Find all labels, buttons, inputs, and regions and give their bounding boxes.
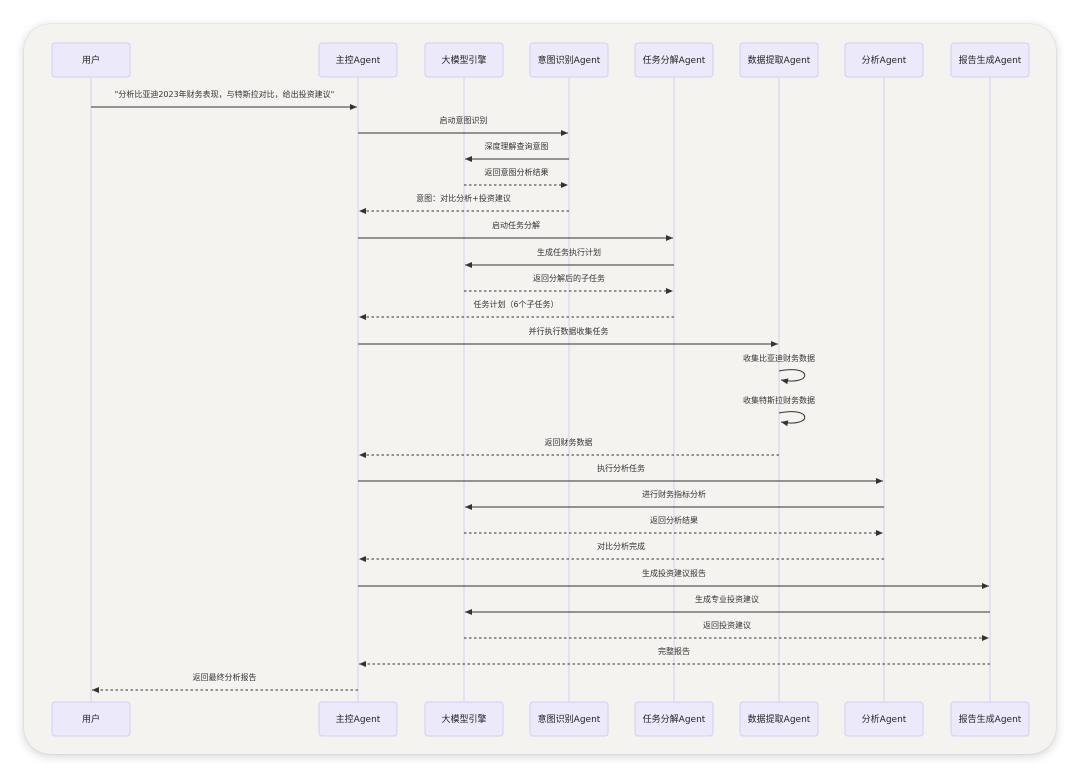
message-6: 启动任务分解: [358, 220, 673, 241]
message-label: 任务计划（6个子任务）: [473, 299, 558, 309]
message-17: 对比分析完成: [359, 541, 884, 562]
actor-label: 意图识别Agent: [538, 54, 601, 66]
message-2: 启动意图识别: [358, 115, 568, 136]
message-label: 返回意图分析结果: [485, 167, 549, 177]
actor-analysis-bottom: 分析Agent: [844, 701, 924, 737]
message-label: 返回最终分析报告: [193, 672, 257, 682]
message-label: 对比分析完成: [597, 541, 645, 551]
actor-label: 用户: [82, 54, 100, 66]
actor-box: [529, 701, 609, 737]
message-label: 生成投资建议报告: [642, 568, 706, 578]
message-21: 完整报告: [359, 646, 990, 667]
actor-report-bottom: 报告生成Agent: [950, 701, 1030, 737]
message-5: 意图：对比分析+投资建议: [359, 193, 569, 214]
message-18: 生成投资建议报告: [358, 568, 989, 589]
actor-box: [51, 42, 131, 78]
message-label: 完整报告: [658, 646, 690, 656]
message-12: 收集特斯拉财务数据: [743, 395, 815, 427]
actor-label: 任务分解Agent: [643, 54, 706, 66]
message-label: 返回分析结果: [650, 515, 698, 525]
actor-data-bottom: 数据提取Agent: [739, 701, 819, 737]
message-11: 收集比亚迪财务数据: [743, 353, 815, 385]
actor-label: 用户: [82, 713, 100, 725]
message-20: 返回投资建议: [464, 620, 989, 641]
message-label: 执行分析任务: [597, 463, 645, 473]
message-13: 返回财务数据: [359, 437, 779, 458]
message-label: 进行财务指标分析: [642, 489, 706, 499]
message-label: 收集特斯拉财务数据: [743, 395, 815, 405]
actor-llm-bottom: 大模型引擎: [424, 701, 504, 737]
actor-task-top: 任务分解Agent: [634, 42, 714, 78]
actor-box: [950, 701, 1030, 737]
actor-box: [424, 42, 504, 78]
message-8: 返回分解后的子任务: [464, 273, 673, 294]
message-22: 返回最终分析报告: [92, 672, 358, 693]
message-label: 返回分解后的子任务: [533, 273, 605, 283]
actor-box: [634, 701, 714, 737]
message-label: 启动意图识别: [440, 115, 488, 125]
message-label: 深度理解查询意图: [485, 141, 549, 151]
self-message-arrow: [778, 369, 806, 385]
actor-label: 主控Agent: [336, 54, 381, 66]
message-label: 启动任务分解: [492, 220, 540, 230]
actor-label: 任务分解Agent: [643, 713, 706, 725]
message-label: 生成任务执行计划: [537, 247, 601, 257]
actor-user-bottom: 用户: [51, 701, 131, 737]
message-7: 生成任务执行计划: [465, 247, 674, 268]
message-1: "分析比亚迪2023年财务表现，与特斯拉对比，给出投资建议": [91, 89, 357, 110]
actor-label: 报告生成Agent: [959, 713, 1022, 725]
actor-label: 分析Agent: [862, 713, 907, 725]
actor-user-top: 用户: [51, 42, 131, 78]
actor-box: [634, 42, 714, 78]
message-label: "分析比亚迪2023年财务表现，与特斯拉对比，给出投资建议": [115, 89, 335, 99]
actor-box: [51, 701, 131, 737]
actor-task-bottom: 任务分解Agent: [634, 701, 714, 737]
actor-box: [950, 42, 1030, 78]
self-message-arrow: [778, 411, 806, 427]
actor-box: [844, 42, 924, 78]
message-label: 返回财务数据: [545, 437, 593, 447]
message-15: 进行财务指标分析: [465, 489, 884, 510]
message-16: 返回分析结果: [464, 515, 883, 536]
message-9: 任务计划（6个子任务）: [359, 299, 674, 320]
message-19: 生成专业投资建议: [465, 594, 990, 615]
actor-box: [424, 701, 504, 737]
actor-report-top: 报告生成Agent: [950, 42, 1030, 78]
message-label: 返回投资建议: [703, 620, 751, 630]
message-4: 返回意图分析结果: [464, 167, 568, 188]
actor-intent-bottom: 意图识别Agent: [529, 701, 609, 737]
actor-box: [318, 701, 398, 737]
message-label: 生成专业投资建议: [695, 594, 759, 604]
actor-llm-top: 大模型引擎: [424, 42, 504, 78]
actor-data-top: 数据提取Agent: [739, 42, 819, 78]
actor-label: 数据提取Agent: [748, 54, 811, 66]
actor-label: 大模型引擎: [441, 54, 486, 66]
message-label: 收集比亚迪财务数据: [743, 353, 815, 363]
actor-intent-top: 意图识别Agent: [529, 42, 609, 78]
message-label: 并行执行数据收集任务: [529, 326, 609, 336]
actor-box: [318, 42, 398, 78]
actor-label: 大模型引擎: [441, 713, 486, 725]
actor-box: [739, 42, 819, 78]
actor-box: [529, 42, 609, 78]
message-3: 深度理解查询意图: [465, 141, 569, 162]
actor-label: 报告生成Agent: [959, 54, 1022, 66]
actor-analysis-top: 分析Agent: [844, 42, 924, 78]
actor-main-top: 主控Agent: [318, 42, 398, 78]
actor-label: 主控Agent: [336, 713, 381, 725]
actor-box: [739, 701, 819, 737]
message-label: 意图：对比分析+投资建议: [416, 193, 511, 203]
actor-label: 意图识别Agent: [538, 713, 601, 725]
actor-label: 分析Agent: [862, 54, 907, 66]
message-14: 执行分析任务: [358, 463, 883, 484]
actor-box: [844, 701, 924, 737]
actor-main-bottom: 主控Agent: [318, 701, 398, 737]
actor-label: 数据提取Agent: [748, 713, 811, 725]
message-10: 并行执行数据收集任务: [358, 326, 778, 347]
